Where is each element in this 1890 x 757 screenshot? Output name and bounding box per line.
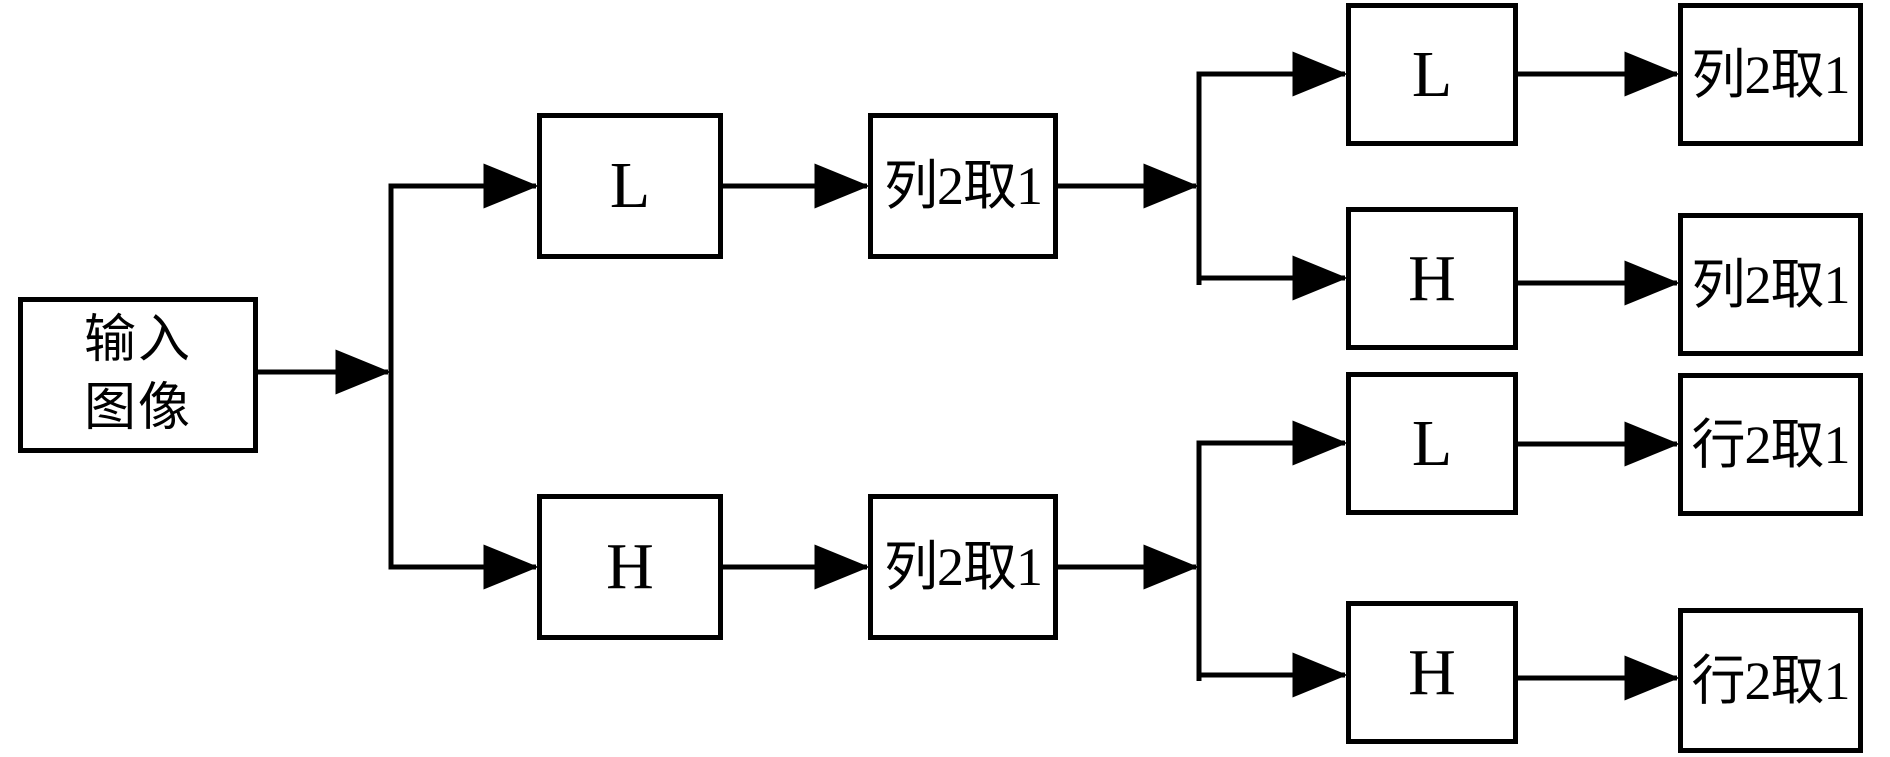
node-l2-hl-lowpass: L xyxy=(1346,372,1518,515)
input-image-label-line1: 输入 xyxy=(83,312,192,370)
node-out-lh-col-downsample: 列2取1 xyxy=(1678,213,1863,356)
node-l2-lh-highpass: H xyxy=(1346,207,1518,350)
node-input-image: 输入 图像 xyxy=(18,297,258,453)
node-out-hh-row-downsample: 行2取1 xyxy=(1678,608,1863,753)
node-l2-ll-lowpass: L xyxy=(1346,3,1518,146)
input-image-label-line2: 图像 xyxy=(83,380,192,437)
node-l1-lowpass: L xyxy=(537,113,723,259)
node-l1-highpass: H xyxy=(537,494,723,640)
node-out-ll-col-downsample: 列2取1 xyxy=(1678,3,1863,146)
node-l2-hh-highpass: H xyxy=(1346,601,1518,744)
node-l1-high-col-downsample: 列2取1 xyxy=(868,494,1058,640)
node-out-hl-row-downsample: 行2取1 xyxy=(1678,373,1863,516)
node-l1-low-col-downsample: 列2取1 xyxy=(868,113,1058,259)
